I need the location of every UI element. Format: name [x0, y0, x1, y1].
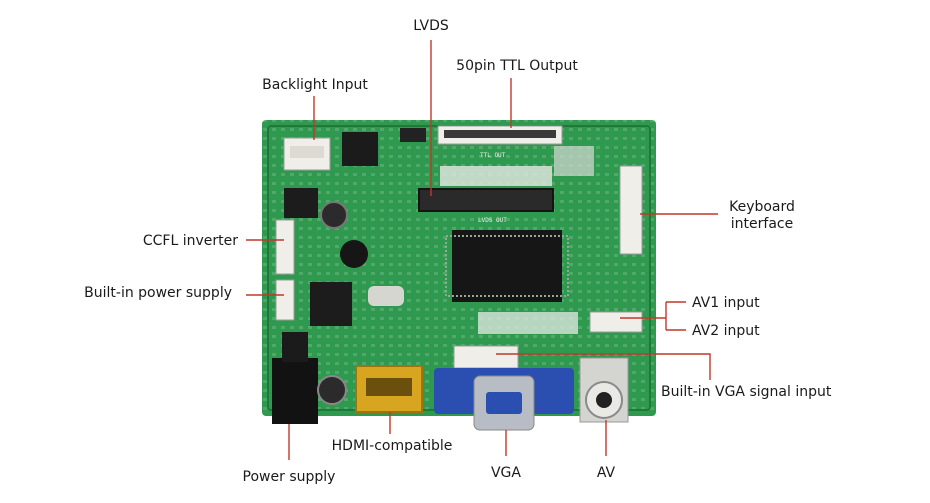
keyboard-connector	[619, 165, 643, 255]
capacitor	[320, 201, 348, 229]
backlight-connector	[283, 137, 331, 171]
label-keyboard-line1: Keyboard	[729, 199, 795, 215]
capacitor	[317, 375, 347, 405]
component-row	[478, 312, 578, 334]
label-av2-input: AV2 input	[692, 323, 760, 339]
leader-lines	[246, 40, 718, 460]
label-hdmi: HDMI-compatible	[332, 438, 453, 454]
label-keyboard-line2: interface	[731, 216, 793, 232]
component-row	[440, 166, 552, 186]
main-ic	[445, 230, 569, 302]
vga-port	[434, 368, 574, 431]
component-row	[554, 146, 594, 176]
crystal	[368, 286, 404, 306]
vga-signal-connector	[453, 345, 519, 369]
lvds-out-marking: LVDS OUT	[478, 217, 507, 224]
ttl-connector	[437, 125, 563, 145]
power-connector	[275, 279, 295, 321]
chip	[310, 282, 352, 326]
inductor	[340, 240, 368, 268]
av-input-connector	[589, 311, 643, 333]
power-jack	[272, 332, 318, 424]
label-ttl-output: 50pin TTL Output	[456, 58, 578, 74]
label-ccfl-inverter: CCFL inverter	[143, 233, 238, 249]
lvds-header	[418, 188, 554, 212]
label-builtin-power: Built-in power supply	[84, 285, 232, 301]
label-av1-input: AV1 input	[692, 295, 760, 311]
label-vga: VGA	[491, 465, 521, 481]
hdmi-port	[355, 365, 423, 413]
label-power-supply: Power supply	[243, 469, 336, 485]
label-lvds: LVDS	[413, 18, 449, 34]
chip	[400, 128, 426, 142]
label-av: AV	[597, 465, 616, 481]
label-vga-signal-input: Built-in VGA signal input	[661, 384, 832, 400]
leader-vga-signal	[496, 353, 711, 380]
leader-av1-av2	[620, 301, 686, 331]
chip	[342, 132, 378, 166]
ttl-out-marking: TTL OUT	[480, 152, 506, 159]
av-rca-jack	[579, 357, 629, 423]
chip	[284, 188, 318, 218]
label-backlight-input: Backlight Input	[262, 77, 368, 93]
ccfl-connector	[275, 219, 295, 275]
